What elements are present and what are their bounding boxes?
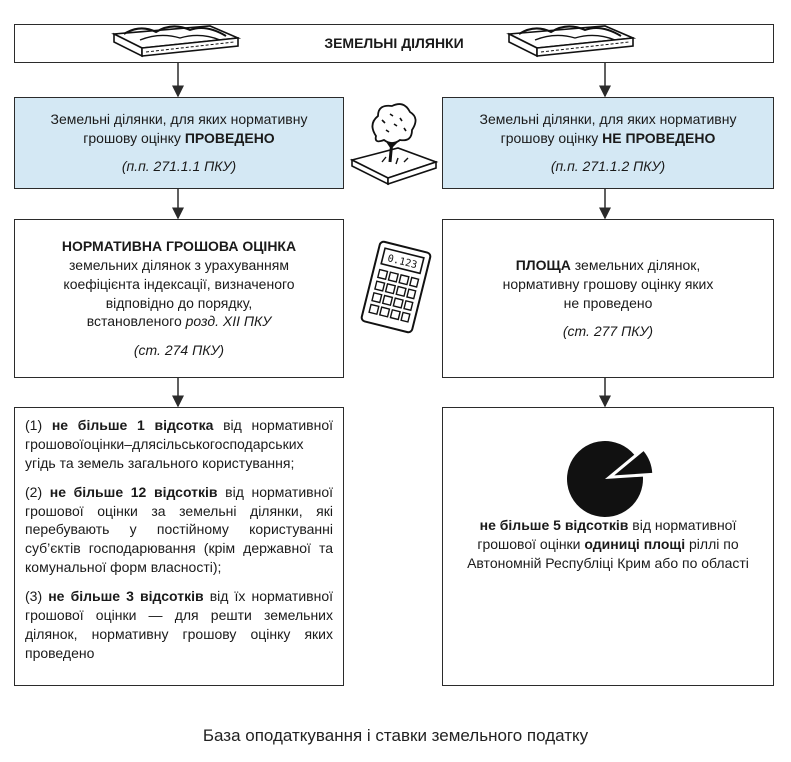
pie-detached-slice bbox=[614, 451, 653, 476]
figure-caption: База оподаткування і ставки земельного п… bbox=[202, 726, 589, 745]
land-plots-title: ЗЕМЕЛЬНІ ДІЛЯНКИ bbox=[324, 35, 464, 52]
normative-valuation-title: НОРМАТИВНА ГРОШОВА ОЦІНКА bbox=[61, 237, 297, 254]
valuation-not-done-line2: грошову оцінку НЕ ПРОВЕДЕНО bbox=[500, 129, 716, 146]
area-ref: (ст. 277 ПКУ) bbox=[562, 323, 654, 340]
valuation-not-done-ref: (п.п. 271.1.2 ПКУ) bbox=[550, 158, 666, 175]
valuation-not-done-box: Земельні ділянки, для яких нормативну гр… bbox=[442, 97, 774, 189]
area-box: ПЛОЩА земельних ділянок, нормативну грош… bbox=[442, 219, 774, 378]
tax-rate-line2: грошової оцінки одиниці площі ріллі по bbox=[477, 535, 739, 552]
tree-on-land-icon bbox=[349, 103, 439, 186]
valuation-done-line1: Земельні ділянки, для яких нормативну bbox=[50, 110, 308, 127]
land-slab-icon-left bbox=[111, 25, 242, 58]
land-slab-icon-right bbox=[506, 25, 637, 58]
normative-valuation-line3: відповідно до порядку, bbox=[105, 294, 253, 311]
rate-item-3: (3) не більше 3 відсотків від їх нормати… bbox=[25, 588, 333, 661]
tax-rates-valued-box: (1) не більше 1 відсотка від нормативної… bbox=[14, 407, 344, 686]
rate-item-1: (1) не більше 1 відсотка від нормативної… bbox=[25, 417, 334, 471]
normative-valuation-line2: коефіцієнта індексації, визначеного bbox=[63, 275, 295, 292]
normative-valuation-box: НОРМАТИВНА ГРОШОВА ОЦІНКА земельних діля… bbox=[14, 219, 344, 378]
area-line1: ПЛОЩА земельних ділянок, bbox=[515, 256, 701, 273]
normative-valuation-line4: встановленого розд. XII ПКУ bbox=[86, 313, 272, 330]
valuation-done-box: Земельні ділянки, для яких нормативну гр… bbox=[14, 97, 344, 189]
tax-rate-line3: Автономній Республіці Крим або по област… bbox=[467, 554, 749, 571]
rate-item-2: (2) не більше 12 відсотків від нормативн… bbox=[25, 483, 333, 576]
normative-valuation-ref: (ст. 274 ПКУ) bbox=[133, 342, 225, 359]
valuation-done-status: ПРОВЕДЕНО bbox=[184, 129, 275, 146]
pie-main-slice bbox=[567, 441, 643, 517]
tax-rate-not-valued-box: не більше 5 відсотків від нормативної гр… bbox=[442, 407, 774, 686]
tax-rate-line1: не більше 5 відсотків від нормативної bbox=[479, 517, 737, 533]
normative-valuation-line1: земельних ділянок з урахуванням bbox=[69, 256, 289, 273]
valuation-done-line2: грошову оцінку ПРОВЕДЕНО bbox=[83, 129, 275, 146]
calculator-icon: 0.123 bbox=[360, 240, 432, 334]
tax-rate-not-valued-text: не більше 5 відсотків від нормативної гр… bbox=[443, 516, 773, 573]
area-line2: нормативну грошову оцінку яких bbox=[502, 275, 714, 292]
valuation-done-ref: (п.п. 271.1.1 ПКУ) bbox=[121, 158, 237, 175]
area-line3: не проведено bbox=[563, 294, 653, 311]
pie-chart-icon bbox=[567, 441, 653, 517]
valuation-not-done-line1: Земельні ділянки, для яких нормативну bbox=[479, 110, 737, 127]
valuation-not-done-status: НЕ ПРОВЕДЕНО bbox=[602, 129, 716, 146]
area-title: ПЛОЩА bbox=[515, 256, 571, 273]
